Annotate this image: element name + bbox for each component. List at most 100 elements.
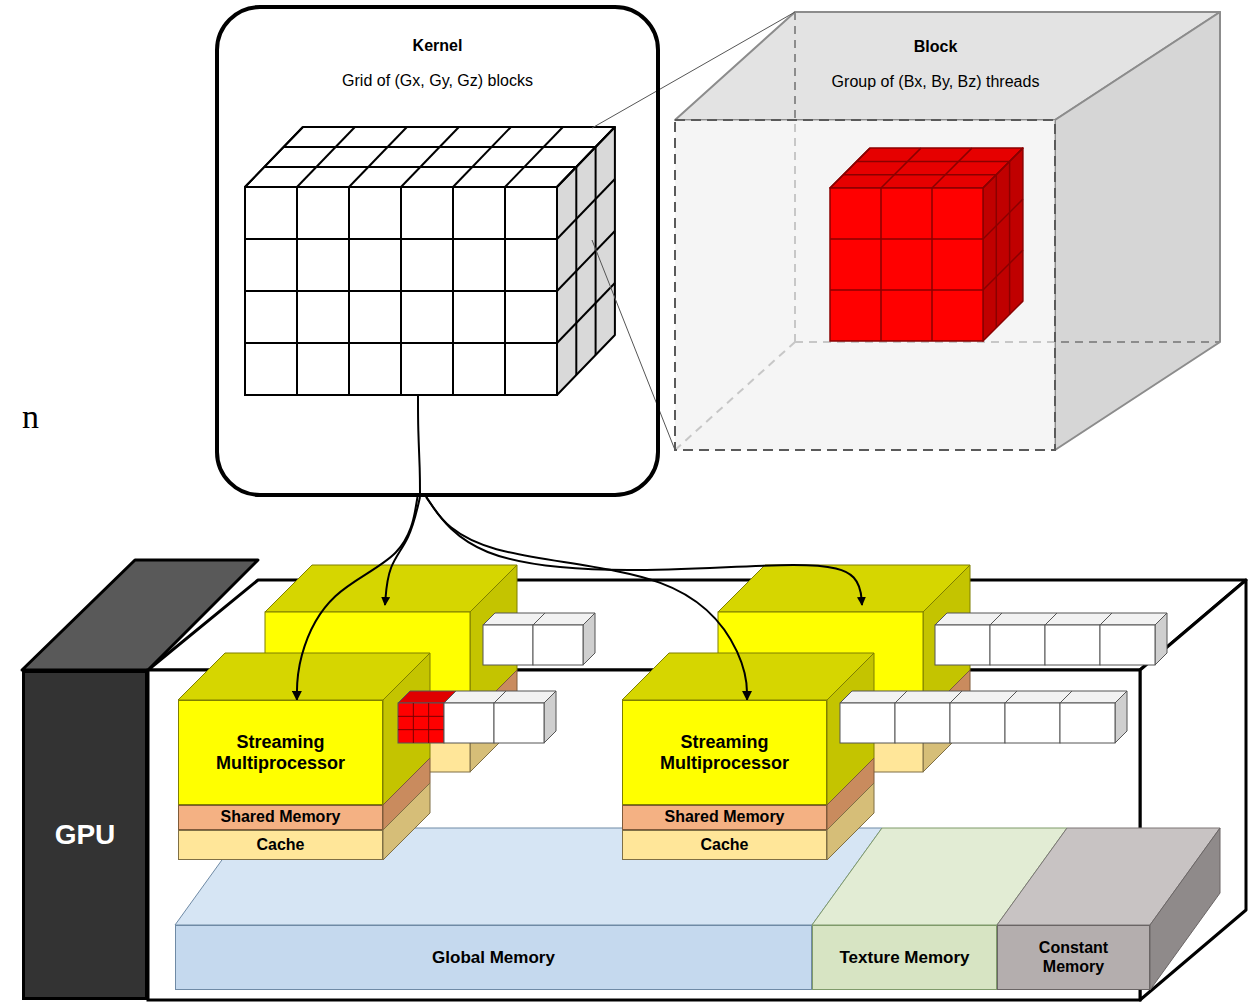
shared-memory: Shared Memory — [622, 805, 827, 830]
thread-line — [830, 238, 983, 240]
queued-block-side — [1155, 613, 1167, 665]
thread-line — [857, 161, 1010, 163]
front-multiprocessors — [178, 653, 1127, 860]
dispatch-arrow — [426, 497, 862, 605]
thread-line — [932, 148, 972, 188]
constant-memory-side — [1150, 828, 1220, 990]
grid-line — [401, 127, 459, 187]
block-box: BlockGroup of (Bx, By, Bz) threads — [675, 12, 1220, 450]
cache: Cache — [178, 830, 383, 860]
thread-line — [881, 148, 921, 188]
grid-line — [284, 146, 596, 148]
queued-block-front — [935, 625, 990, 665]
node-title: Block — [914, 38, 958, 56]
slide-text-fragment: n — [22, 398, 39, 436]
multiprocessor: Streaming Multiprocessor — [178, 700, 383, 805]
node-title: GPU — [55, 819, 116, 851]
board-side — [1140, 580, 1246, 1000]
constant-memory: Constant Memory — [997, 925, 1150, 990]
thread-line — [931, 188, 933, 341]
grid-line — [557, 283, 615, 343]
node-title: Cache — [256, 836, 304, 854]
thread-side — [983, 148, 1023, 341]
grid-top — [245, 127, 615, 187]
node-title: Streaming Multiprocessor — [633, 732, 816, 773]
queued-block-front — [1060, 703, 1115, 743]
cache-side — [383, 783, 430, 860]
grid-line — [557, 179, 615, 239]
thread-line — [428, 703, 429, 743]
grid-line — [245, 127, 303, 187]
global-memory-top — [175, 828, 882, 925]
thread-line — [398, 716, 444, 717]
thread-front — [830, 188, 983, 341]
queued-block-front — [990, 625, 1045, 665]
texture-memory: Texture Memory — [812, 925, 997, 990]
node-title: Shared Memory — [220, 808, 340, 826]
shared-memory: Shared Memory — [178, 805, 383, 830]
node-title: Shared Memory — [664, 808, 784, 826]
grid-line — [297, 127, 355, 187]
gpu-slab-top — [22, 560, 258, 670]
zoom-line — [592, 12, 795, 128]
queued-block-front — [1045, 625, 1100, 665]
thread-line — [398, 729, 444, 730]
grid-line — [505, 127, 563, 187]
block-side — [1055, 12, 1220, 450]
queued-block-front — [533, 625, 583, 665]
grid-line — [453, 127, 511, 187]
kernel-grid — [245, 127, 615, 395]
board-front — [148, 670, 1140, 1000]
node-title: Global Memory — [432, 948, 555, 968]
gpu-slab: GPU — [22, 670, 148, 1000]
thread-line — [983, 148, 1023, 188]
queued-block-front — [1005, 703, 1060, 743]
node-title: Texture Memory — [839, 948, 969, 968]
global-memory: Global Memory — [175, 925, 812, 990]
node-subtitle: Group of (Bx, By, Bz) threads — [832, 73, 1040, 91]
thread-line — [880, 188, 882, 341]
dispatch-stem — [418, 395, 420, 497]
queued-block-side — [1115, 691, 1127, 743]
thread-line — [413, 703, 414, 743]
thread-line — [996, 175, 998, 328]
multiprocessor: Streaming Multiprocessor — [622, 700, 827, 805]
cache: Cache — [622, 830, 827, 860]
grid-line — [557, 127, 615, 187]
block-front — [675, 120, 1055, 450]
zoom-line — [592, 240, 675, 450]
thread-cube — [830, 148, 1023, 341]
thread-line — [983, 199, 1023, 239]
active-block-front — [398, 703, 444, 743]
queued-block-front — [1100, 625, 1155, 665]
queued-block-front — [950, 703, 1005, 743]
thread-line — [830, 148, 870, 188]
node-title: Streaming Multiprocessor — [189, 732, 372, 773]
grid-line — [349, 127, 407, 187]
gpu-board — [22, 560, 1246, 1000]
queued-block-side — [583, 613, 595, 665]
thread-line — [843, 174, 996, 176]
grid-line — [264, 166, 576, 168]
grid-line — [557, 231, 615, 291]
queued-block-front — [483, 625, 533, 665]
node-subtitle: Grid of (Gx, Gy, Gz) blocks — [342, 72, 533, 90]
grid-line — [245, 290, 557, 292]
kernel-box: KernelGrid of (Gx, Gy, Gz) blocks — [215, 5, 660, 497]
queued-block-front — [494, 703, 544, 743]
thread-line — [983, 250, 1023, 290]
dispatch-arrow — [297, 497, 418, 700]
memory-slabs — [175, 828, 1220, 990]
grid-line — [245, 238, 557, 240]
node-title: Constant Memory — [1024, 939, 1123, 976]
block-queue — [398, 691, 556, 743]
queued-block-side — [544, 691, 556, 743]
dispatch-arrow — [426, 497, 747, 700]
thread-line — [830, 289, 983, 291]
cache-side — [827, 783, 874, 860]
block-box — [675, 12, 1220, 450]
grid-front — [245, 187, 557, 395]
node-title: Cache — [700, 836, 748, 854]
node-title: Kernel — [413, 37, 463, 55]
